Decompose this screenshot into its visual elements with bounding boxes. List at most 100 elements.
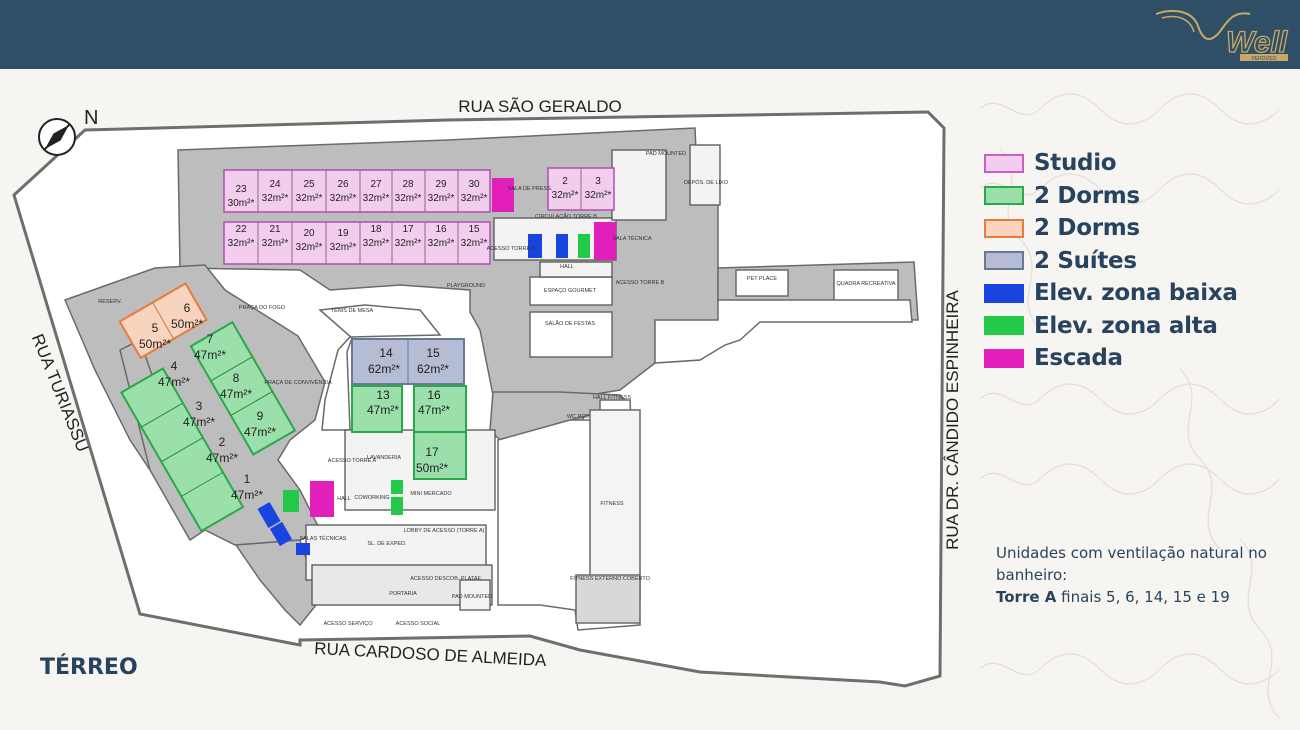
plan-label: 13 bbox=[376, 388, 390, 402]
plan-label: 50m²* bbox=[416, 461, 448, 475]
stair-b1 bbox=[492, 178, 514, 212]
plan-label: FITNESS bbox=[600, 501, 624, 507]
green-diagonal-left bbox=[119, 367, 245, 533]
plan-label: WC PCD bbox=[567, 414, 589, 420]
legend-label: 2 Dorms bbox=[1034, 215, 1140, 242]
plan-label: 47m²* bbox=[418, 403, 450, 417]
street-east: RUA DR. CÂNDIDO ESPINHEIRA bbox=[943, 289, 962, 549]
plan-label: 47m²* bbox=[206, 451, 238, 465]
plan-label: COWORKING bbox=[354, 495, 389, 501]
plan-label: 32m²* bbox=[428, 193, 455, 204]
plan-label: SALAS TÉCNICAS bbox=[300, 535, 347, 542]
legend-label: Elev. zona alta bbox=[1034, 312, 1218, 339]
plan-label: 47m²* bbox=[244, 425, 276, 439]
plan-label: SALÃO DE FESTAS bbox=[545, 320, 595, 327]
plan-label: PAD MOUNTED bbox=[646, 151, 686, 157]
legend-swatch bbox=[984, 218, 1024, 238]
legend-label: Studio bbox=[1034, 150, 1117, 177]
legend-item-elev-alta: Elev. zona alta bbox=[984, 310, 1238, 343]
legend-item-2dorms-green: 2 Dorms bbox=[984, 180, 1238, 213]
plan-label: 32m²* bbox=[461, 193, 488, 204]
plan-label: 26 bbox=[337, 179, 349, 190]
plan-label: 32m²* bbox=[585, 190, 612, 201]
plan-label: 15 bbox=[468, 224, 480, 235]
plan-label: 32m²* bbox=[228, 238, 255, 249]
legend-item-2suites: 2 Suítes bbox=[984, 245, 1238, 278]
compass-icon bbox=[38, 118, 76, 156]
plan-label: 4 bbox=[171, 359, 178, 373]
note-rest: finais 5, 6, 14, 15 e 19 bbox=[1056, 588, 1230, 606]
legend: Studio 2 Dorms 2 Dorms 2 Suítes Elev. zo… bbox=[984, 147, 1238, 375]
plan-label: 18 bbox=[370, 224, 382, 235]
elev-low-a2 bbox=[269, 521, 293, 547]
plan-label: 32m²* bbox=[363, 238, 390, 249]
plan-label: PRAÇA DE CONVIVÊNCIA bbox=[264, 378, 332, 386]
plan-label: ACESSO TORRE A bbox=[328, 458, 377, 464]
plan-label: PRAÇA DO FOGO bbox=[239, 305, 286, 311]
background-pattern bbox=[979, 93, 1281, 720]
logo-text: Well bbox=[1226, 26, 1288, 59]
plan-label: 62m²* bbox=[368, 362, 400, 376]
plan-label: 32m²* bbox=[395, 193, 422, 204]
plan-label: 7 bbox=[207, 332, 214, 346]
legend-swatch bbox=[984, 348, 1024, 368]
plan-label: 32m²* bbox=[428, 238, 455, 249]
plan-label: 32m²* bbox=[395, 238, 422, 249]
plan-label: 32m²* bbox=[330, 193, 357, 204]
plan-label: PLAYGROUND bbox=[447, 283, 485, 289]
plan-label: MINI MERCADO bbox=[410, 491, 452, 497]
plan-label: SL. DE EXPED. bbox=[367, 541, 407, 547]
plan-label: 16 bbox=[427, 388, 441, 402]
elev-low-b1 bbox=[528, 234, 542, 258]
floor-label: TÉRREO bbox=[40, 655, 138, 680]
plan-label: 32m²* bbox=[262, 193, 289, 204]
plan-label: 16 bbox=[435, 224, 447, 235]
plan-label: SALA DE PRESS. bbox=[508, 186, 553, 192]
plan-label: 25 bbox=[303, 179, 315, 190]
plan-label: 47m²* bbox=[220, 387, 252, 401]
plan-label: 2 bbox=[562, 176, 568, 187]
unit-16 bbox=[413, 385, 467, 433]
plan-label: ACESSO TORRE B bbox=[487, 246, 536, 252]
courts bbox=[318, 269, 913, 631]
plan-label: 47m²* bbox=[158, 375, 190, 389]
plan-label: FITNESS EXTERNO COBERTO bbox=[570, 576, 651, 582]
legend-label: Elev. zona baixa bbox=[1034, 280, 1238, 307]
plan-label: 8 bbox=[233, 371, 240, 385]
plan-label: 3 bbox=[595, 176, 601, 187]
plan-label: 32m²* bbox=[330, 242, 357, 253]
unit-13 bbox=[351, 385, 403, 433]
note-line1: Unidades com ventilação natural no banhe… bbox=[996, 544, 1267, 584]
plan-label: 2 bbox=[219, 435, 226, 449]
plan-label: 30m²* bbox=[228, 198, 255, 209]
plan-label: 5 bbox=[152, 321, 159, 335]
unit-17 bbox=[413, 431, 467, 480]
legend-item-studio: Studio bbox=[984, 147, 1238, 180]
plan-label: DEPÓS. DE LIXO bbox=[684, 179, 729, 186]
plan-label: 22 bbox=[235, 224, 247, 235]
elev-low-b2 bbox=[556, 234, 568, 258]
elev-high-a1 bbox=[283, 490, 299, 512]
green-diagonal-right bbox=[189, 320, 297, 456]
plan-label: 9 bbox=[257, 409, 264, 423]
plan-label: LOBBY DE ACESSO (TORRE A) bbox=[404, 528, 485, 534]
stair-a bbox=[310, 481, 334, 517]
logo-subtext: PERDIZES bbox=[1251, 56, 1277, 62]
plan-label: 23 bbox=[235, 184, 247, 195]
note-bold: Torre A bbox=[996, 588, 1057, 606]
plan-label: 27 bbox=[370, 179, 382, 190]
elev-high-a2 bbox=[391, 480, 403, 494]
plan-label: 50m²* bbox=[171, 317, 203, 331]
street-north: RUA SÃO GERALDO bbox=[458, 97, 621, 116]
legend-swatch bbox=[984, 186, 1024, 206]
plan-label: ESPAÇO GOURMET bbox=[544, 288, 597, 294]
plan-label: ACESSO DESCOB. PLATAF. bbox=[410, 576, 482, 582]
plan-label: 47m²* bbox=[194, 348, 226, 362]
plan-label: PAD MOUNTED bbox=[452, 594, 492, 600]
studio-block bbox=[223, 167, 615, 265]
plan-label: PET PLACE bbox=[747, 276, 777, 282]
plan-label: HALL bbox=[337, 496, 351, 502]
plan-label: TÊNIS DE MESA bbox=[331, 306, 374, 314]
